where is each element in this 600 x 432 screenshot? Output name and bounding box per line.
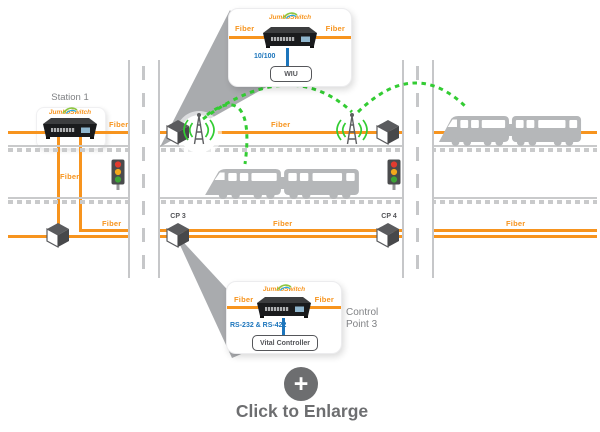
control-point-3-caption: Control Point 3 <box>346 307 378 331</box>
serial-ports-label: RS-232 & RS-422 <box>230 322 287 329</box>
brand-swoosh-icon <box>62 107 78 114</box>
rail-track-1-line <box>8 145 597 147</box>
switch-device-icon <box>255 295 313 319</box>
fiber-label: Fiber <box>234 295 254 304</box>
vital-controller-callout-box: JumboSwitch Fiber Fiber RS-232 & RS-422 … <box>226 281 342 354</box>
rail-track-2-line <box>8 197 597 199</box>
station-brand-logo: JumboSwitch <box>40 107 100 116</box>
enlarge-plus-button[interactable]: + <box>284 367 318 401</box>
fiber-drop-line-1 <box>57 134 60 226</box>
switch-device-icon <box>261 25 319 49</box>
cp3-callout-brand-text: JumboSwitch <box>262 286 306 293</box>
wiu-callout-box: JumboSwitch Fiber Fiber 10/100 WIU <box>228 8 352 87</box>
brand-swoosh-icon <box>282 12 298 19</box>
control-point-3-caption-line1: Control <box>346 307 379 318</box>
wiu-link-line <box>286 48 289 66</box>
node-cube-wayside-right-icon <box>376 119 400 146</box>
fiber-label: Fiber <box>60 172 80 181</box>
fiber-drop-line-2 <box>79 134 82 232</box>
wiu-callout-brand-logo: JumboSwitch <box>229 12 351 21</box>
cp3-label: CP 3 <box>170 213 186 220</box>
fiber-line-bottom-lower <box>8 235 597 238</box>
node-cube-cp3-icon <box>166 222 190 249</box>
node-cube-station-icon <box>46 222 70 249</box>
node-cube-cp4-icon <box>376 222 400 249</box>
control-point-3-caption-line2: Point 3 <box>346 319 378 330</box>
traffic-signal-right-icon <box>386 159 402 191</box>
fiber-label: Fiber <box>314 295 334 304</box>
rail-track-1-ties <box>8 148 597 152</box>
brand-swoosh-icon <box>276 284 292 291</box>
road-right <box>402 60 434 278</box>
fiber-label: Fiber <box>271 120 291 129</box>
rail-track-2-ties <box>8 200 597 204</box>
cp4-label: CP 4 <box>381 213 397 220</box>
station-title: Station 1 <box>51 92 89 103</box>
road-left <box>128 60 160 278</box>
train-middle-icon <box>203 160 361 200</box>
road-right-center-line <box>416 66 419 272</box>
wiu-box: WIU <box>270 66 312 82</box>
fiber-label: Fiber <box>109 120 129 129</box>
vital-controller-link-line <box>282 318 285 335</box>
fiber-label: Fiber <box>273 219 293 228</box>
wireless-antenna-right-icon <box>330 111 374 151</box>
cp3-callout-brand-logo: JumboSwitch <box>227 284 341 293</box>
click-to-enlarge-button[interactable]: Click to Enlarge <box>235 401 369 421</box>
fiber-line-top <box>8 131 597 134</box>
fiber-label: Fiber <box>235 24 255 33</box>
port-speed-label: 10/100 <box>254 53 276 60</box>
station-switch-device-icon <box>41 116 99 140</box>
road-left-center-line <box>142 66 145 272</box>
station-brand-text: JumboSwitch <box>48 109 92 116</box>
fiber-label: Fiber <box>325 24 345 33</box>
fiber-label: Fiber <box>506 219 526 228</box>
fiber-line-bottom-upper <box>79 229 597 232</box>
vital-controller-box: Vital Controller <box>252 335 318 351</box>
train-right-icon <box>437 107 583 147</box>
wireless-antenna-left-icon <box>177 111 221 151</box>
wiu-callout-brand-text: JumboSwitch <box>268 14 312 21</box>
fiber-label: Fiber <box>102 219 122 228</box>
traffic-signal-left-icon <box>110 159 126 191</box>
plus-icon: + <box>293 369 309 398</box>
